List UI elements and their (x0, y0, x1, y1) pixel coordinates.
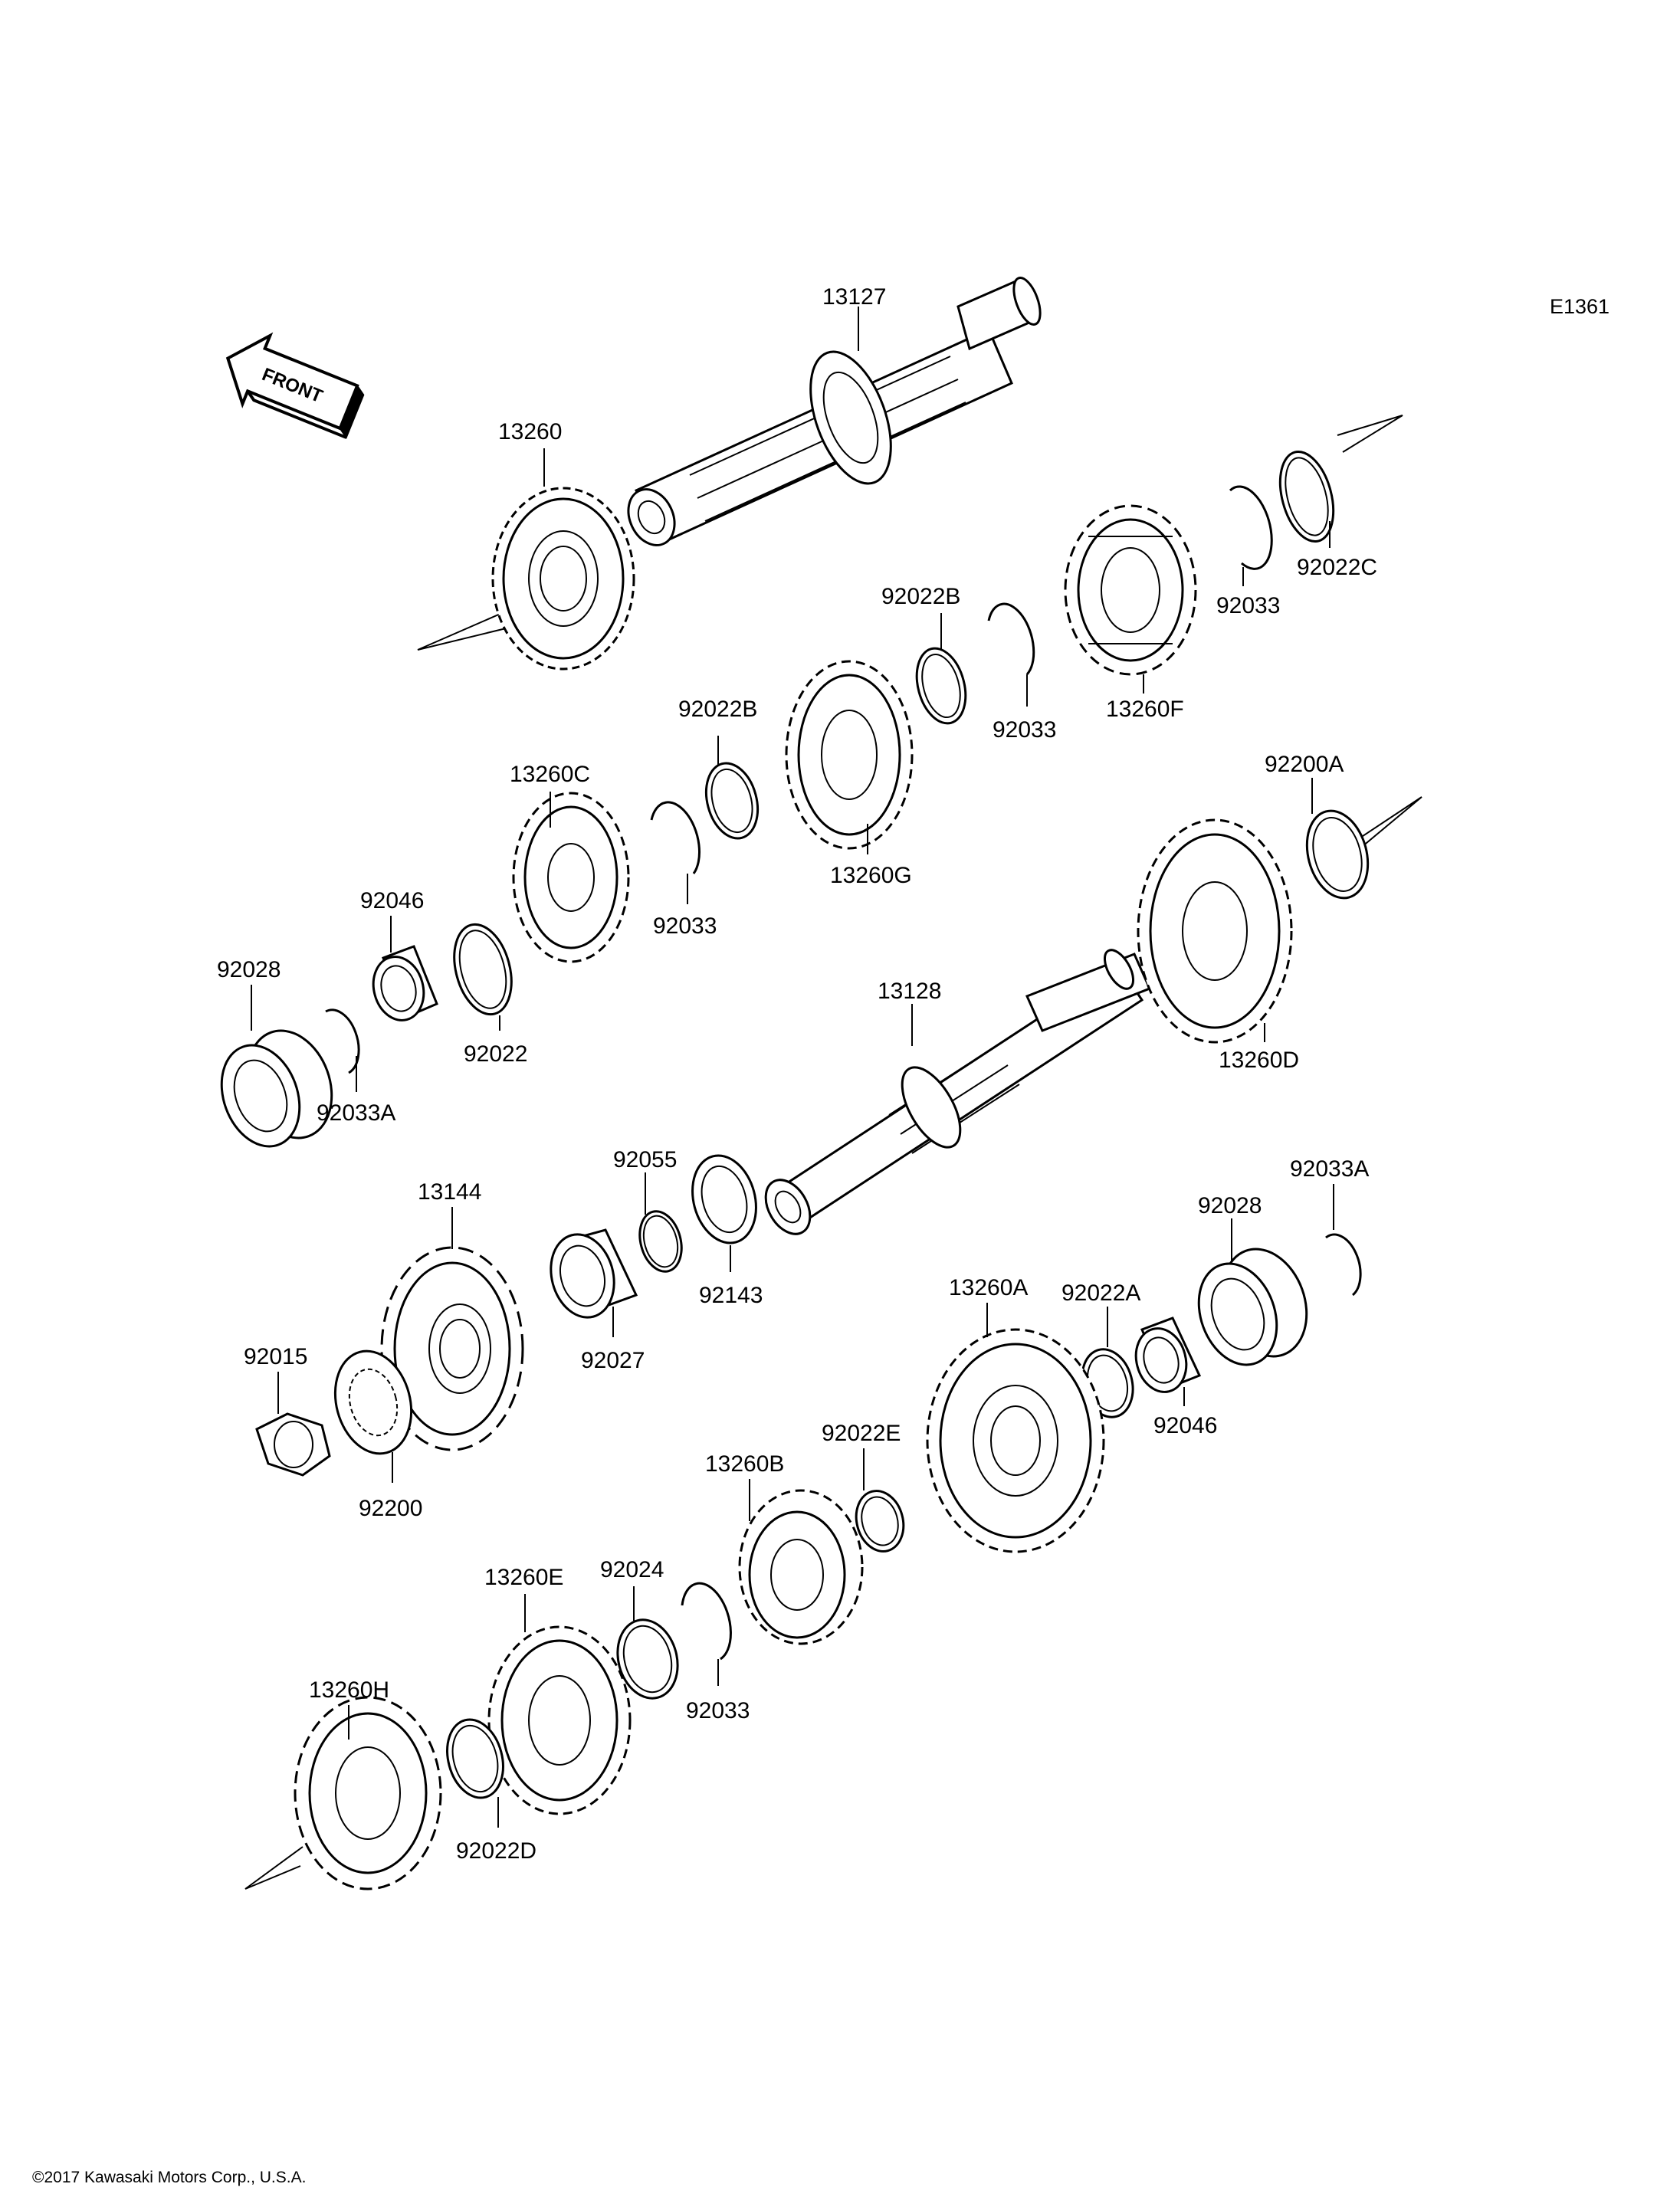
circlip-92033A-b (1325, 1233, 1362, 1297)
shaft-13127 (627, 277, 1042, 546)
label-13260A: 13260A (949, 1275, 1028, 1300)
bearing-92028-b (1197, 1248, 1308, 1366)
ring-92022B-b (704, 762, 760, 840)
label-92200A: 92200A (1265, 752, 1344, 777)
label-92033-d: 92033 (686, 1698, 750, 1723)
washer-92200 (333, 1349, 413, 1455)
front-arrow-icon: FRONT (225, 332, 365, 440)
gear-13260C (512, 792, 630, 963)
bearing-92046-a (372, 945, 438, 1021)
ring-92200A (1305, 809, 1370, 900)
label-92024: 92024 (600, 1557, 664, 1582)
circlip-92033A-a (325, 1008, 360, 1074)
label-92055: 92055 (613, 1147, 677, 1172)
label-13128: 13128 (878, 979, 941, 1004)
sprocket-13144 (380, 1246, 524, 1451)
ring-92022C (1278, 450, 1335, 543)
label-13127: 13127 (822, 284, 886, 310)
diagram-code: E1361 (1550, 295, 1609, 318)
ring-92022E (855, 1490, 905, 1553)
gear-13260D (1137, 818, 1293, 1044)
label-13260: 13260 (498, 419, 562, 444)
label-92200: 92200 (359, 1496, 422, 1521)
ring-92022 (453, 923, 513, 1016)
label-92015: 92015 (244, 1344, 307, 1369)
circlip-92033-b (987, 602, 1035, 676)
ring-92022B-a (915, 647, 967, 725)
label-13260F: 13260F (1106, 697, 1184, 722)
label-13260H: 13260H (309, 1677, 389, 1703)
gear-13260F (1064, 504, 1197, 676)
gear-13260G (785, 660, 914, 850)
label-92033-b: 92033 (993, 717, 1056, 743)
label-92022: 92022 (464, 1041, 527, 1067)
oring-92055 (638, 1210, 683, 1273)
label-13260C: 13260C (510, 762, 590, 787)
collar-92143 (691, 1154, 757, 1244)
label-92022E: 92022E (822, 1421, 901, 1446)
gear-13260H (294, 1696, 442, 1890)
gear-13260B (738, 1489, 864, 1645)
label-13260D: 13260D (1219, 1048, 1299, 1073)
axis-arrow-top-right (1337, 415, 1403, 453)
ring-92022D (446, 1718, 504, 1799)
gear-13260E (487, 1625, 632, 1815)
label-92033A-a: 92033A (317, 1100, 395, 1126)
label-13260G: 13260G (830, 863, 912, 888)
label-92046-b: 92046 (1153, 1413, 1217, 1438)
bearing-92028-a (220, 1029, 333, 1148)
axis-arrow-mid-right (1352, 796, 1422, 855)
axis-arrow-bottom-left (244, 1846, 304, 1890)
copyright-notice: ©2017 Kawasaki Motors Corp., U.S.A. (32, 2169, 306, 2186)
label-13260B: 13260B (705, 1451, 784, 1477)
label-92022D: 92022D (456, 1838, 536, 1864)
axis-arrow-top-left (417, 612, 507, 651)
shaft-13128 (764, 949, 1152, 1235)
bearing-92046-b (1134, 1317, 1202, 1393)
sleeve-92027 (550, 1228, 638, 1319)
label-92033-c: 92033 (653, 913, 717, 939)
label-92027: 92027 (581, 1348, 645, 1373)
label-92022B-a: 92022B (881, 584, 960, 609)
nut-92015 (255, 1412, 331, 1477)
label-13144: 13144 (418, 1179, 481, 1205)
circlip-92033-a (1229, 485, 1273, 570)
label-92028-a: 92028 (217, 957, 281, 982)
label-92028-b: 92028 (1198, 1193, 1262, 1218)
label-92143: 92143 (699, 1283, 763, 1308)
circlip-92033-c (650, 801, 701, 874)
label-92022C: 92022C (1297, 555, 1377, 580)
label-92033-a: 92033 (1216, 593, 1280, 618)
label-92046-a: 92046 (360, 888, 424, 913)
label-92022A: 92022A (1061, 1280, 1140, 1306)
gear-13260 (491, 487, 635, 671)
label-92033A-b: 92033A (1290, 1156, 1369, 1182)
ring-92024 (616, 1618, 679, 1700)
gear-13260A (926, 1328, 1105, 1553)
label-13260E: 13260E (484, 1565, 563, 1590)
circlip-92033-d (681, 1582, 732, 1661)
label-92022B-b: 92022B (678, 697, 757, 722)
